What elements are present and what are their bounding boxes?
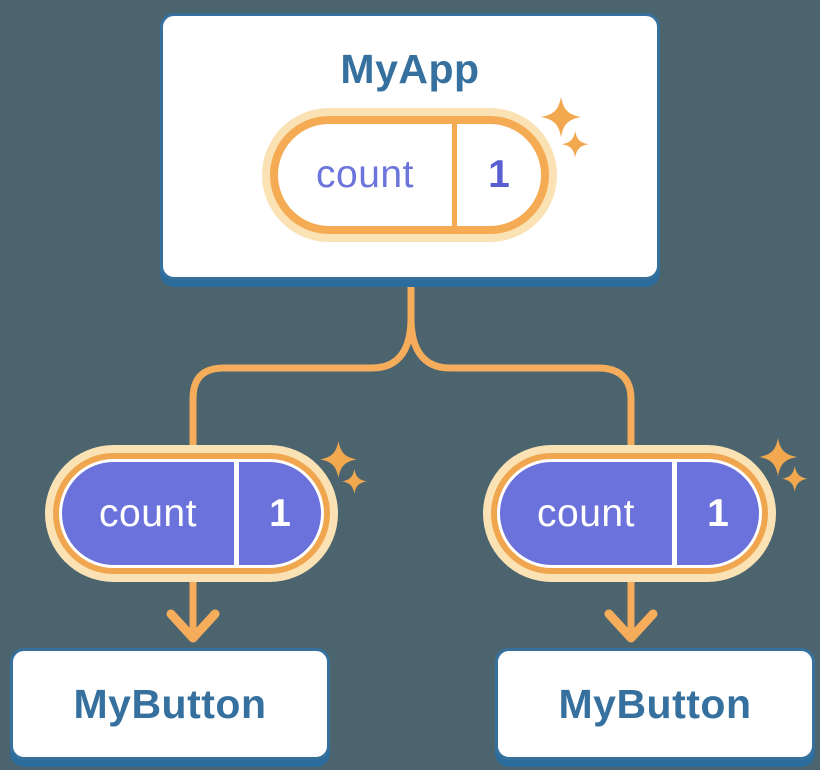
state-pill-value: 1 bbox=[269, 491, 291, 535]
sparkle-icon bbox=[759, 438, 808, 492]
state-pill-right: count 1 bbox=[483, 445, 776, 582]
branch-right-line bbox=[407, 284, 635, 631]
state-pill-key: count bbox=[316, 153, 414, 196]
arrow-down-icon bbox=[166, 609, 220, 643]
component-node-mybutton-left: MyButton bbox=[10, 648, 330, 760]
state-pill-key: count bbox=[537, 491, 635, 535]
sparkle-icon bbox=[541, 97, 589, 158]
state-pill-key: count bbox=[99, 491, 197, 535]
component-node-mybutton-right: MyButton bbox=[495, 648, 815, 760]
state-pill-root: count 1 bbox=[262, 108, 557, 242]
state-pill-value: 1 bbox=[707, 491, 729, 535]
state-pill-left: count 1 bbox=[45, 445, 338, 582]
component-title: MyButton bbox=[73, 680, 267, 727]
arrow-down-icon bbox=[604, 609, 658, 643]
component-title: MyButton bbox=[558, 680, 752, 727]
component-title: MyApp bbox=[340, 46, 480, 92]
state-pill-divider bbox=[234, 462, 239, 565]
state-pill-divider bbox=[672, 462, 677, 565]
sparkle-icon bbox=[320, 441, 367, 494]
state-pill-value: 1 bbox=[488, 153, 510, 196]
state-pill-divider bbox=[452, 124, 457, 226]
